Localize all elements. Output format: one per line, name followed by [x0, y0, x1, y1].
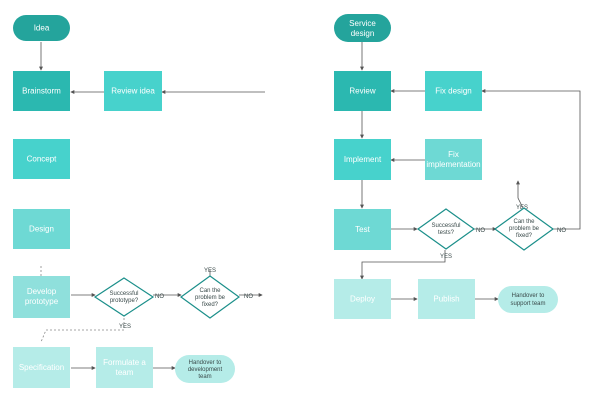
node-implement-label: Implement	[344, 155, 382, 164]
node-handover-dev-label-3: team	[198, 374, 211, 380]
node-publish[interactable]	[418, 279, 475, 319]
decision-fix-right-label-3: fixed?	[516, 233, 533, 239]
decision-fix-right-label-2: problem be	[509, 226, 540, 232]
node-deploy[interactable]	[334, 279, 391, 319]
node-specification-label: Specification	[19, 363, 64, 372]
edge-label-no-1: NO	[155, 294, 164, 300]
node-develop-prototype[interactable]	[13, 276, 70, 318]
node-handover-dev-label-2: development	[188, 367, 223, 373]
edge-label-yes-1: YES	[204, 268, 216, 274]
decision-tests-label-1: Successful	[431, 223, 460, 229]
right-nodes: Service design Review Fix design Impleme…	[334, 14, 558, 319]
node-idea-label: Idea	[34, 24, 50, 33]
node-formulate-label-2: team	[116, 368, 134, 377]
edge-label-yes-4: YES	[440, 254, 452, 260]
node-fix-design[interactable]	[425, 71, 482, 111]
node-brainstorm[interactable]	[13, 71, 70, 111]
node-fix-impl-label-1: Fix	[448, 150, 459, 159]
decision-fix-left-label-1: Can the	[199, 288, 221, 294]
decision-fix-right-label-1: Can the	[513, 219, 535, 225]
node-formulate-team[interactable]	[96, 347, 153, 388]
node-deploy-label: Deploy	[350, 295, 375, 304]
node-test-label: Test	[355, 225, 370, 234]
node-test[interactable]	[334, 209, 391, 250]
edge-label-yes-2: YES	[119, 324, 131, 330]
node-design-label: Design	[29, 225, 54, 234]
edge-successful-yes-right	[360, 250, 446, 280]
node-review-idea[interactable]	[104, 71, 162, 111]
node-brainstorm-label: Brainstorm	[22, 87, 61, 96]
node-formulate-label-1: Formulate a	[103, 358, 146, 367]
right-edges: NO YES NO YES	[360, 42, 581, 301]
edge-label-yes-3: YES	[516, 205, 528, 211]
decision-fix-problem-left[interactable]	[179, 275, 241, 319]
decision-successful-label-1: Successful	[109, 291, 138, 297]
decision-successful-prototype[interactable]	[93, 277, 155, 317]
node-specification[interactable]	[13, 347, 70, 388]
decision-successful-tests[interactable]	[416, 208, 476, 250]
node-develop-label-2: prototype	[25, 297, 59, 306]
node-fix-implementation[interactable]	[425, 139, 482, 180]
edge-fix-yes-right	[516, 180, 525, 211]
node-publish-label: Publish	[433, 295, 459, 304]
edge-fix-no-right	[481, 89, 581, 230]
node-handover-support-label-2: support team	[510, 301, 545, 307]
edge-label-no-4: NO	[557, 228, 566, 234]
node-review-idea-label: Review idea	[111, 87, 155, 96]
node-fix-design-label: Fix design	[435, 87, 471, 96]
left-nodes: Idea Brainstorm Review idea Concept Desi…	[13, 15, 241, 388]
decision-fix-left-label-3: fixed?	[202, 302, 219, 308]
node-design[interactable]	[13, 209, 70, 249]
node-concept-label: Concept	[27, 155, 58, 164]
decision-tests-label-2: tests?	[438, 230, 455, 236]
node-service-design[interactable]	[334, 14, 391, 42]
node-review[interactable]	[334, 71, 391, 111]
node-handover-support[interactable]	[498, 286, 558, 313]
node-handover-development[interactable]	[175, 355, 235, 383]
edge-label-no-2: NO	[244, 294, 253, 300]
node-develop-label-1: Develop	[27, 287, 57, 296]
node-implement[interactable]	[334, 139, 391, 180]
decision-fix-problem-right[interactable]	[493, 207, 555, 251]
node-idea[interactable]	[13, 15, 70, 41]
edge-successful-yes	[40, 318, 125, 343]
node-handover-support-label-1: Handover to	[512, 293, 545, 299]
node-service-label-2: design	[351, 29, 375, 38]
node-fix-impl-label-2: implementation	[426, 160, 480, 169]
node-service-label-1: Service	[349, 19, 376, 28]
decision-fix-left-label-2: problem be	[195, 295, 226, 301]
decision-successful-label-2: prototype?	[110, 298, 139, 304]
node-review-label: Review	[349, 87, 375, 96]
left-edges: NO YES NO YES	[39, 42, 265, 370]
node-handover-dev-label-1: Handover to	[189, 360, 222, 366]
edge-label-no-3: NO	[476, 228, 485, 234]
node-concept[interactable]	[13, 139, 70, 179]
